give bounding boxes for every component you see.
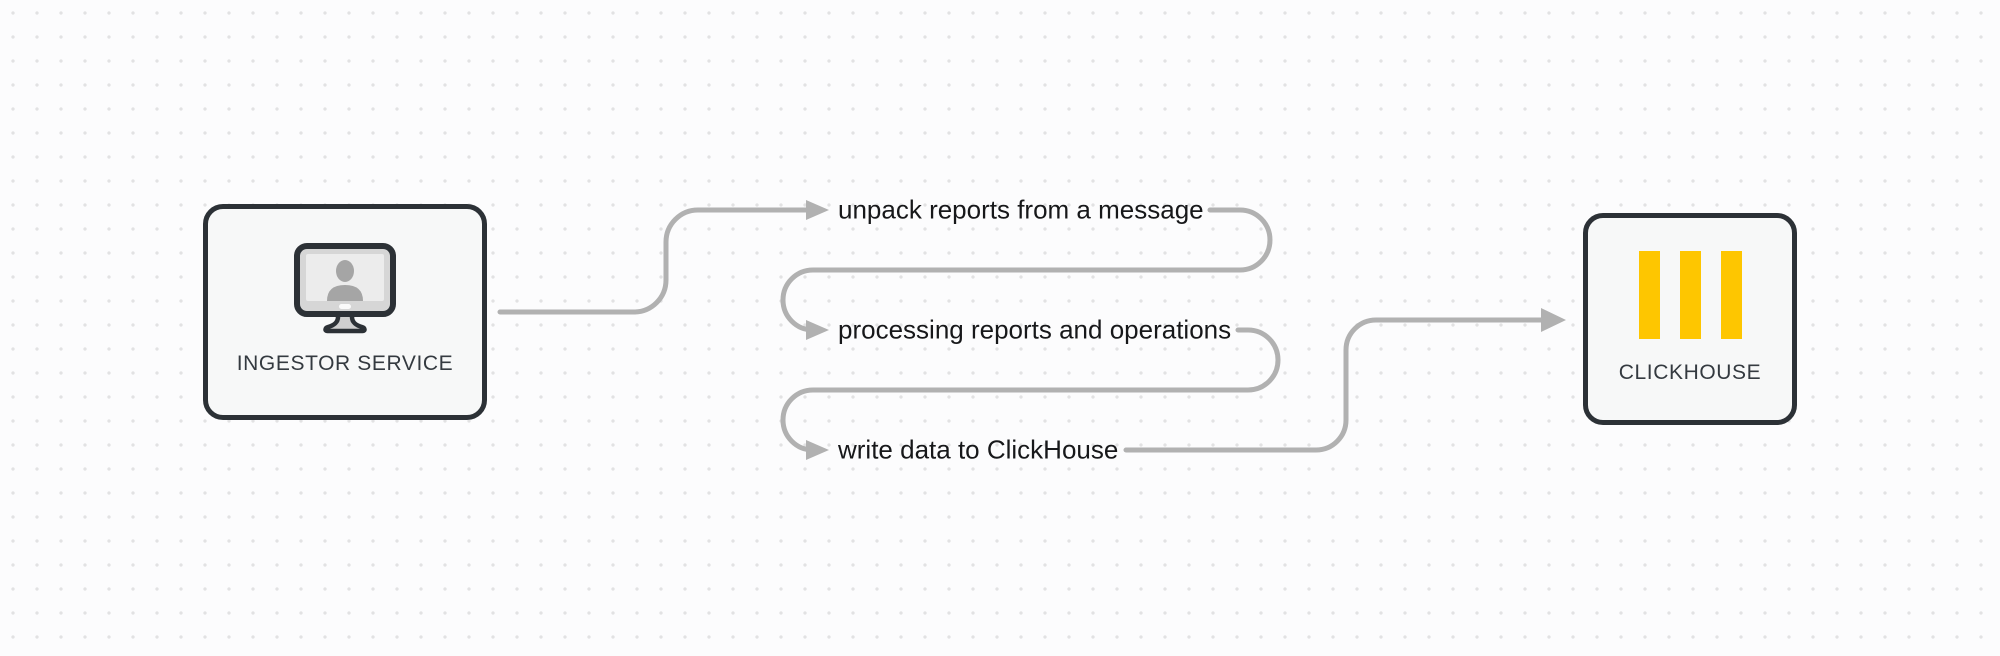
step-label-write-data: write data to ClickHouse (838, 434, 1119, 465)
node-label-ingestor: INGESTOR SERVICE (236, 352, 454, 375)
user-silhouette-icon (327, 260, 363, 301)
arrowhead-icon (806, 200, 829, 220)
clickhouse-bar (1638, 251, 1660, 339)
step-label-unpack-reports: unpack reports from a message (838, 194, 1204, 225)
clickhouse-bar (1679, 251, 1701, 339)
arrowhead-icon (806, 440, 829, 460)
node-label-clickhouse: CLICKHOUSE (1618, 361, 1762, 384)
step-label-processing-reports: processing reports and operations (838, 314, 1232, 345)
arrowhead-icon (806, 320, 829, 340)
edge-step3-to-clickhouse (1123, 317, 1544, 453)
monitor-user-icon (294, 243, 396, 334)
clickhouse-bars-icon (1638, 251, 1742, 339)
clickhouse-bar (1720, 251, 1742, 339)
edge-ingestor-to-step1 (497, 207, 811, 315)
edge-step2-to-step3 (780, 327, 1281, 453)
edge-step1-to-step2 (780, 207, 1273, 333)
node-clickhouse[interactable]: CLICKHOUSE (1583, 213, 1797, 425)
arrowhead-icon (1541, 308, 1566, 332)
node-ingestor-service[interactable]: INGESTOR SERVICE (203, 204, 487, 420)
